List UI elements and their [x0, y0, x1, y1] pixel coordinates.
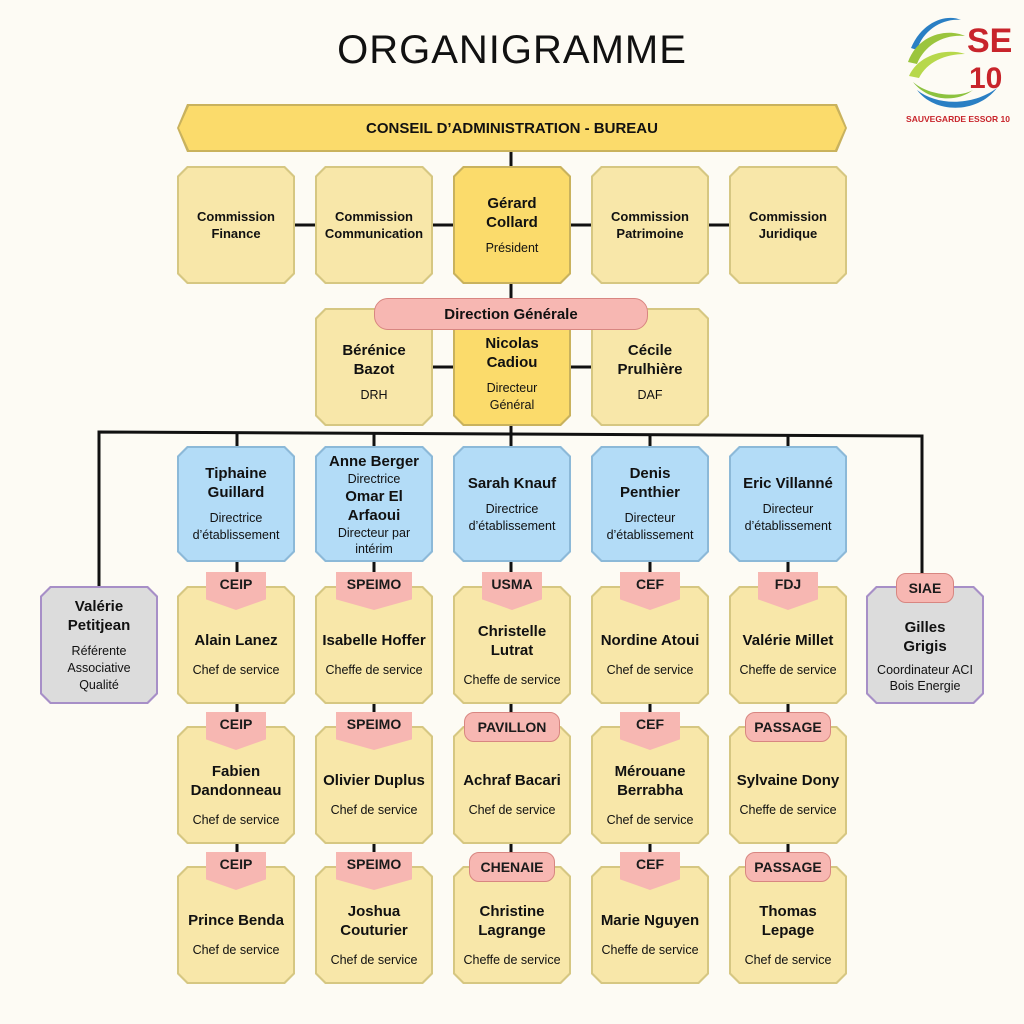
service-tag: PASSAGE: [745, 712, 831, 742]
commission-communication-label: Commission Communication: [324, 209, 424, 241]
commission-patrimoine-label: Commission Patrimoine: [610, 209, 689, 241]
service-lead-role: Chef de service: [192, 812, 280, 827]
service-lead-role: Cheffe de service: [325, 663, 423, 677]
direction-generale-label: Direction Générale: [374, 298, 648, 330]
director-name: Sarah Knauf: [467, 474, 557, 492]
drh-role: DRH: [360, 387, 388, 402]
service-lead-role: Cheffe de service: [601, 943, 699, 957]
logo: SE 10 SAUVEGARDE ESSOR 10: [903, 10, 1013, 130]
daf-name: Cécile Prulhière: [617, 341, 683, 378]
service-tag: PASSAGE: [745, 852, 831, 882]
side-left-name: Valérie Petitjean: [67, 597, 131, 634]
commission-patrimoine: Commission Patrimoine: [591, 166, 709, 284]
service-lead-name: Prince Benda: [188, 912, 284, 929]
service-lead-role: Chef de service: [744, 952, 832, 967]
service-lead-role: Chef de service: [606, 812, 694, 827]
commission-finance: Commission Finance: [177, 166, 295, 284]
director-role: Directrice d’établissement: [468, 501, 556, 533]
drh-name: Bérénice Bazot: [342, 341, 406, 378]
service-tag: CHENAIE: [469, 852, 555, 882]
service-lead-name: Alain Lanez: [194, 632, 278, 649]
service-lead-role: Cheffe de service: [739, 663, 837, 677]
director-name: Eric Villanné: [743, 474, 833, 492]
director-role: Directrice: [347, 471, 401, 486]
service-lead-name: Marie Nguyen: [600, 912, 700, 929]
side-left-role: Référente Associative Qualité: [67, 643, 131, 692]
dg-role: Directeur Général: [486, 381, 538, 412]
commission-communication: Commission Communication: [315, 166, 433, 284]
director-name: Denis Penthier: [619, 465, 680, 501]
service-lead-name: Nordine Atoui: [600, 632, 700, 649]
service-lead-name: Achraf Bacari: [463, 772, 561, 789]
service-lead-name: Isabelle Hoffer: [322, 632, 426, 649]
service-lead-role: Chef de service: [192, 663, 280, 677]
commission-juridique: Commission Juridique: [729, 166, 847, 284]
president-role: Président: [485, 240, 539, 255]
service-lead-role: Cheffe de service: [463, 672, 561, 687]
service-lead-name: Thomas Lepage: [759, 902, 817, 939]
service-lead-role: Chef de service: [330, 952, 418, 967]
daf-role: DAF: [637, 387, 663, 402]
service-lead-role: Chef de service: [468, 803, 556, 817]
side-left-card: Valérie Petitjean Référente Associative …: [40, 586, 158, 704]
board-banner: CONSEIL D’ADMINISTRATION - BUREAU: [177, 104, 847, 152]
director-role: Directeur d’établissement: [744, 501, 832, 533]
daf-card: Cécile Prulhière DAF: [591, 308, 709, 426]
service-tag: PAVILLON: [464, 712, 560, 742]
director-name: Tiphaine Guillard: [205, 465, 267, 501]
service-lead-role: Chef de service: [330, 803, 418, 817]
service-lead-name: Fabien Dandonneau: [190, 762, 282, 799]
logo-caption: SAUVEGARDE ESSOR 10: [906, 114, 1010, 124]
logo-mark-top: SE: [967, 22, 1012, 60]
service-lead-role: Chef de service: [606, 663, 694, 677]
side-right-role: Coordinateur ACI Bois Energie: [877, 663, 973, 693]
director-role-interim: Directeur par intérim: [337, 525, 411, 556]
service-lead-name: Mérouane Berrabha: [614, 762, 686, 799]
director-role: Directeur d’établissement: [606, 511, 694, 542]
drh-card: Bérénice Bazot DRH: [315, 308, 433, 426]
service-lead-name: Christine Lagrange: [478, 902, 546, 939]
logo-swirl-icon: SE 10: [908, 17, 1012, 108]
commission-finance-label: Commission Finance: [196, 209, 275, 241]
side-right-card: Gilles Grigis Coordinateur ACI Bois Ener…: [866, 586, 984, 704]
service-tag: CEIP: [206, 712, 266, 750]
service-lead-role: Cheffe de service: [463, 952, 561, 967]
president-name: Gérard Collard: [486, 194, 538, 231]
director-name-interim: Omar El Arfaoui: [345, 487, 403, 524]
service-lead-name: Sylvaine Dony: [736, 772, 840, 789]
service-lead-name: Christelle Lutrat: [477, 622, 547, 659]
side-right-name: Gilles Grigis: [903, 619, 947, 655]
president-card: Gérard Collard Président: [453, 166, 571, 284]
side-right-tag: SIAE: [896, 573, 954, 603]
board-banner-label: CONSEIL D’ADMINISTRATION - BUREAU: [179, 106, 845, 150]
service-lead-role: Cheffe de service: [739, 803, 837, 817]
director-role: Directrice d’établissement: [192, 511, 280, 542]
service-lead-name: Valérie Millet: [742, 632, 834, 649]
logo-mark-bottom: 10: [969, 62, 1002, 95]
service-lead-name: Olivier Duplus: [323, 772, 425, 789]
commission-juridique-label: Commission Juridique: [748, 209, 827, 241]
service-lead-role: Chef de service: [192, 943, 280, 957]
dg-name: Nicolas Cadiou: [485, 335, 539, 371]
director-name: Anne Berger: [328, 452, 420, 470]
service-lead-name: Joshua Couturier: [340, 902, 408, 939]
page-title: ORGANIGRAMME: [337, 28, 687, 72]
